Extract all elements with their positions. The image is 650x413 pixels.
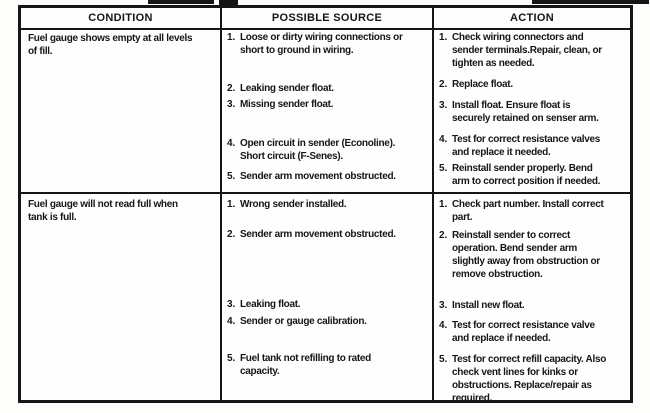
action-item: 4. Test for correct resistance valves an… <box>439 133 629 159</box>
item-text: Leaking float. <box>240 299 301 310</box>
item-number: 3. <box>439 100 448 111</box>
condition-text: Fuel gauge shows empty at all levels of … <box>28 33 193 57</box>
action-item: 1. Check part number. Install correct pa… <box>439 198 629 224</box>
source-item: 1. Loose or dirty wiring connections or … <box>227 31 431 57</box>
action-item: 5. Test for correct refill capacity. Als… <box>439 353 629 400</box>
source-item: 5. Sender arm movement obstructed. <box>227 170 431 183</box>
item-text: Fuel tank not refilling to rated capacit… <box>240 353 371 377</box>
item-number: 1. <box>439 32 448 43</box>
scan-artifact <box>148 0 214 4</box>
source-item: 2. Leaking sender float. <box>227 82 431 95</box>
item-number: 2. <box>227 229 236 240</box>
action-item: 2. Reinstall sender to correct operation… <box>439 229 629 281</box>
possible-source-column-header: POSSIBLE SOURCE <box>222 8 434 30</box>
item-text: Open circuit in sender (Econoline). Shor… <box>240 138 396 162</box>
item-text: Install float. Ensure float is securely … <box>452 100 599 124</box>
item-text: Missing sender float. <box>240 99 334 110</box>
item-text: Reinstall sender to correct operation. B… <box>452 230 600 280</box>
item-number: 4. <box>227 138 236 149</box>
action-item: 2. Replace float. <box>439 78 629 91</box>
item-number: 1. <box>227 32 236 43</box>
troubleshooting-table: CONDITION POSSIBLE SOURCE ACTION Fuel ga… <box>18 5 633 403</box>
action-column-header: ACTION <box>434 8 630 30</box>
row1-actions-cell: 1. Check wiring connectors and sender te… <box>434 30 630 194</box>
item-number: 5. <box>227 353 236 364</box>
item-number: 5. <box>439 354 448 365</box>
item-number: 5. <box>227 171 236 182</box>
item-text: Test for correct resistance valves and r… <box>452 134 601 158</box>
item-number: 1. <box>439 199 448 210</box>
item-number: 4. <box>439 134 448 145</box>
source-item: 1. Wrong sender installed. <box>227 198 431 211</box>
item-number: 2. <box>439 230 448 241</box>
item-text: Install new float. <box>452 300 525 311</box>
item-number: 2. <box>227 83 236 94</box>
source-item: 4. Sender or gauge calibration. <box>227 315 431 328</box>
action-item: 5. Reinstall sender properly. Bend arm t… <box>439 162 629 188</box>
item-number: 3. <box>227 99 236 110</box>
source-item: 5. Fuel tank not refilling to rated capa… <box>227 352 431 378</box>
item-number: 3. <box>227 299 236 310</box>
item-text: Leaking sender float. <box>240 83 334 94</box>
source-item: 3. Leaking float. <box>227 298 431 311</box>
action-item: 3. Install new float. <box>439 299 629 312</box>
item-text: Wrong sender installed. <box>240 199 347 210</box>
item-number: 4. <box>227 316 236 327</box>
row1-condition-cell: Fuel gauge shows empty at all levels of … <box>21 30 222 194</box>
item-text: Sender arm movement obstructed. <box>240 171 396 182</box>
item-text: Test for correct resistance valve and re… <box>452 320 595 344</box>
item-text: Replace float. <box>452 79 513 90</box>
action-item: 4. Test for correct resistance valve and… <box>439 319 629 345</box>
source-item: 2. Sender arm movement obstructed. <box>227 228 431 241</box>
action-item: 1. Check wiring connectors and sender te… <box>439 31 629 70</box>
item-text: Sender or gauge calibration. <box>240 316 367 327</box>
condition-text: Fuel gauge will not read full when tank … <box>28 199 178 223</box>
source-item: 4. Open circuit in sender (Econoline). S… <box>227 137 431 163</box>
item-number: 2. <box>439 79 448 90</box>
row2-sources-cell: 1. Wrong sender installed. 2. Sender arm… <box>222 194 434 400</box>
item-number: 3. <box>439 300 448 311</box>
item-text: Check part number. Install correct part. <box>452 199 604 223</box>
item-number: 4. <box>439 320 448 331</box>
row1-sources-cell: 1. Loose or dirty wiring connections or … <box>222 30 434 194</box>
item-text: Loose or dirty wiring connections or sho… <box>240 32 403 56</box>
item-text: Check wiring connectors and sender termi… <box>452 32 602 69</box>
source-item: 3. Missing sender float. <box>227 98 431 111</box>
item-text: Sender arm movement obstructed. <box>240 229 396 240</box>
item-number: 1. <box>227 199 236 210</box>
scan-artifact <box>219 0 238 5</box>
condition-column-header: CONDITION <box>21 8 222 30</box>
item-text: Test for correct refill capacity. Also c… <box>452 354 607 400</box>
row2-actions-cell: 1. Check part number. Install correct pa… <box>434 194 630 400</box>
action-item: 3. Install float. Ensure float is secure… <box>439 99 629 125</box>
item-number: 5. <box>439 163 448 174</box>
row2-condition-cell: Fuel gauge will not read full when tank … <box>21 194 222 400</box>
scan-artifact <box>532 0 649 4</box>
item-text: Reinstall sender properly. Bend arm to c… <box>452 163 601 187</box>
